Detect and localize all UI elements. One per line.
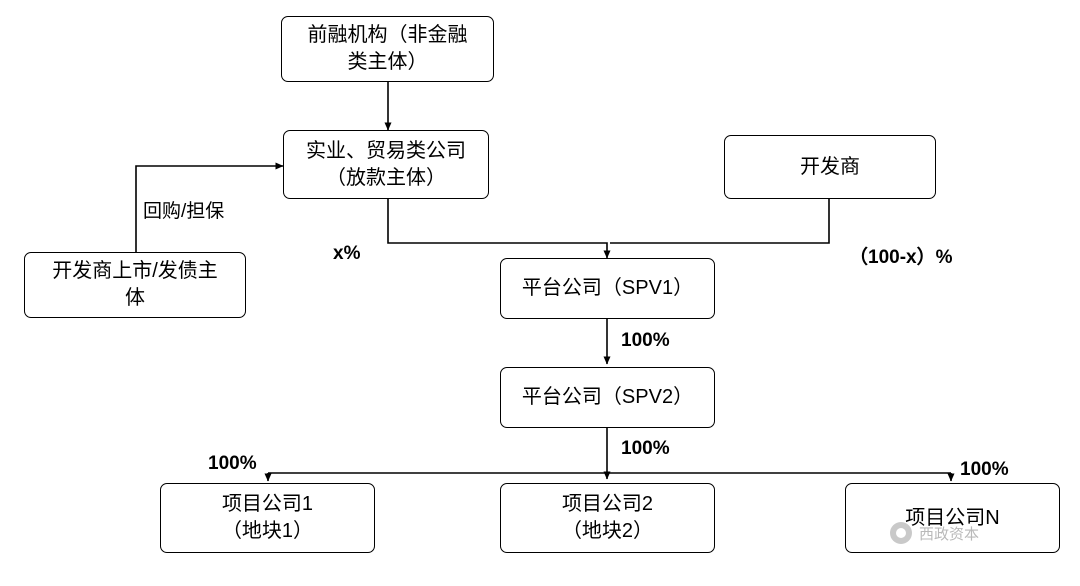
edge-label-rest-percent: （100-x）% — [849, 247, 953, 268]
node-project-company-1: 项目公司1 （地块1） — [160, 483, 375, 553]
watermark-label: 西政资本 — [919, 525, 980, 543]
node-project-company-n: 项目公司N — [845, 483, 1060, 553]
node-prefunder: 前融机构（非金融 类主体） — [281, 16, 494, 82]
edge-label-left-branch: 100% — [208, 453, 257, 474]
watermark-logo-icon — [890, 522, 912, 544]
edge-label-right-branch: 100% — [960, 459, 1009, 480]
node-listed-entity: 开发商上市/发债主 体 — [24, 252, 246, 318]
edge-label-spv1-to-spv2: 100% — [621, 330, 670, 351]
node-operating-company: 实业、贸易类公司 （放款主体） — [283, 130, 489, 199]
edge-label-buyback: 回购/担保 — [143, 201, 225, 222]
edge-label-spv2-to-projects: 100% — [621, 438, 670, 459]
node-developer: 开发商 — [724, 135, 936, 199]
node-spv2: 平台公司（SPV2） — [500, 367, 715, 428]
edge-label-x-percent: x% — [333, 243, 361, 264]
node-project-company-2: 项目公司2 （地块2） — [500, 483, 715, 553]
watermark: 西政资本 — [890, 522, 979, 544]
node-spv1: 平台公司（SPV1） — [500, 258, 715, 319]
